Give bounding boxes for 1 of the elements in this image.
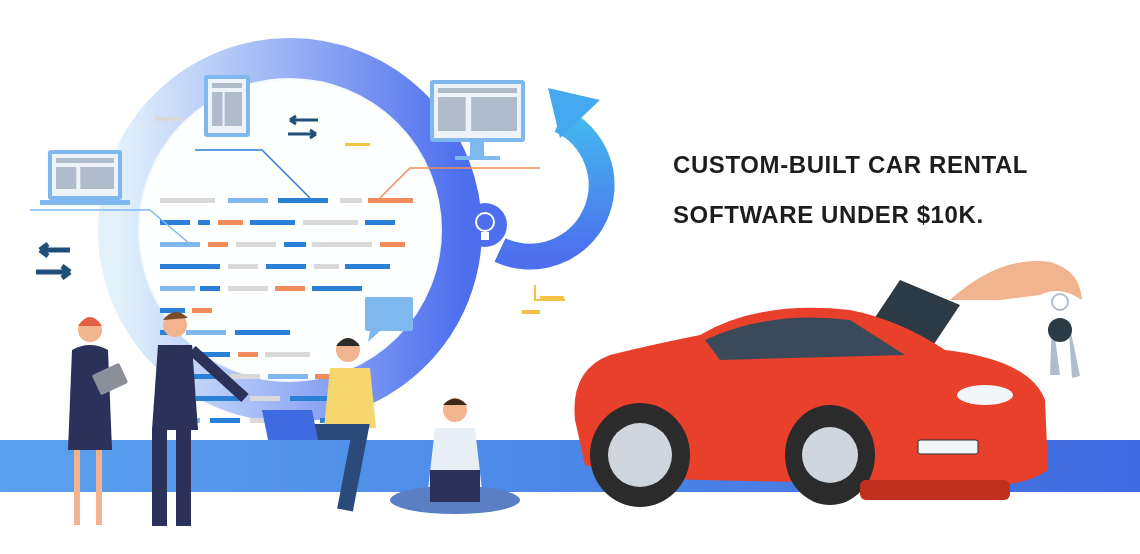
title: CUSTOM-BUILT CAR RENTAL SOFTWARE UNDER $10K. (673, 150, 1029, 230)
